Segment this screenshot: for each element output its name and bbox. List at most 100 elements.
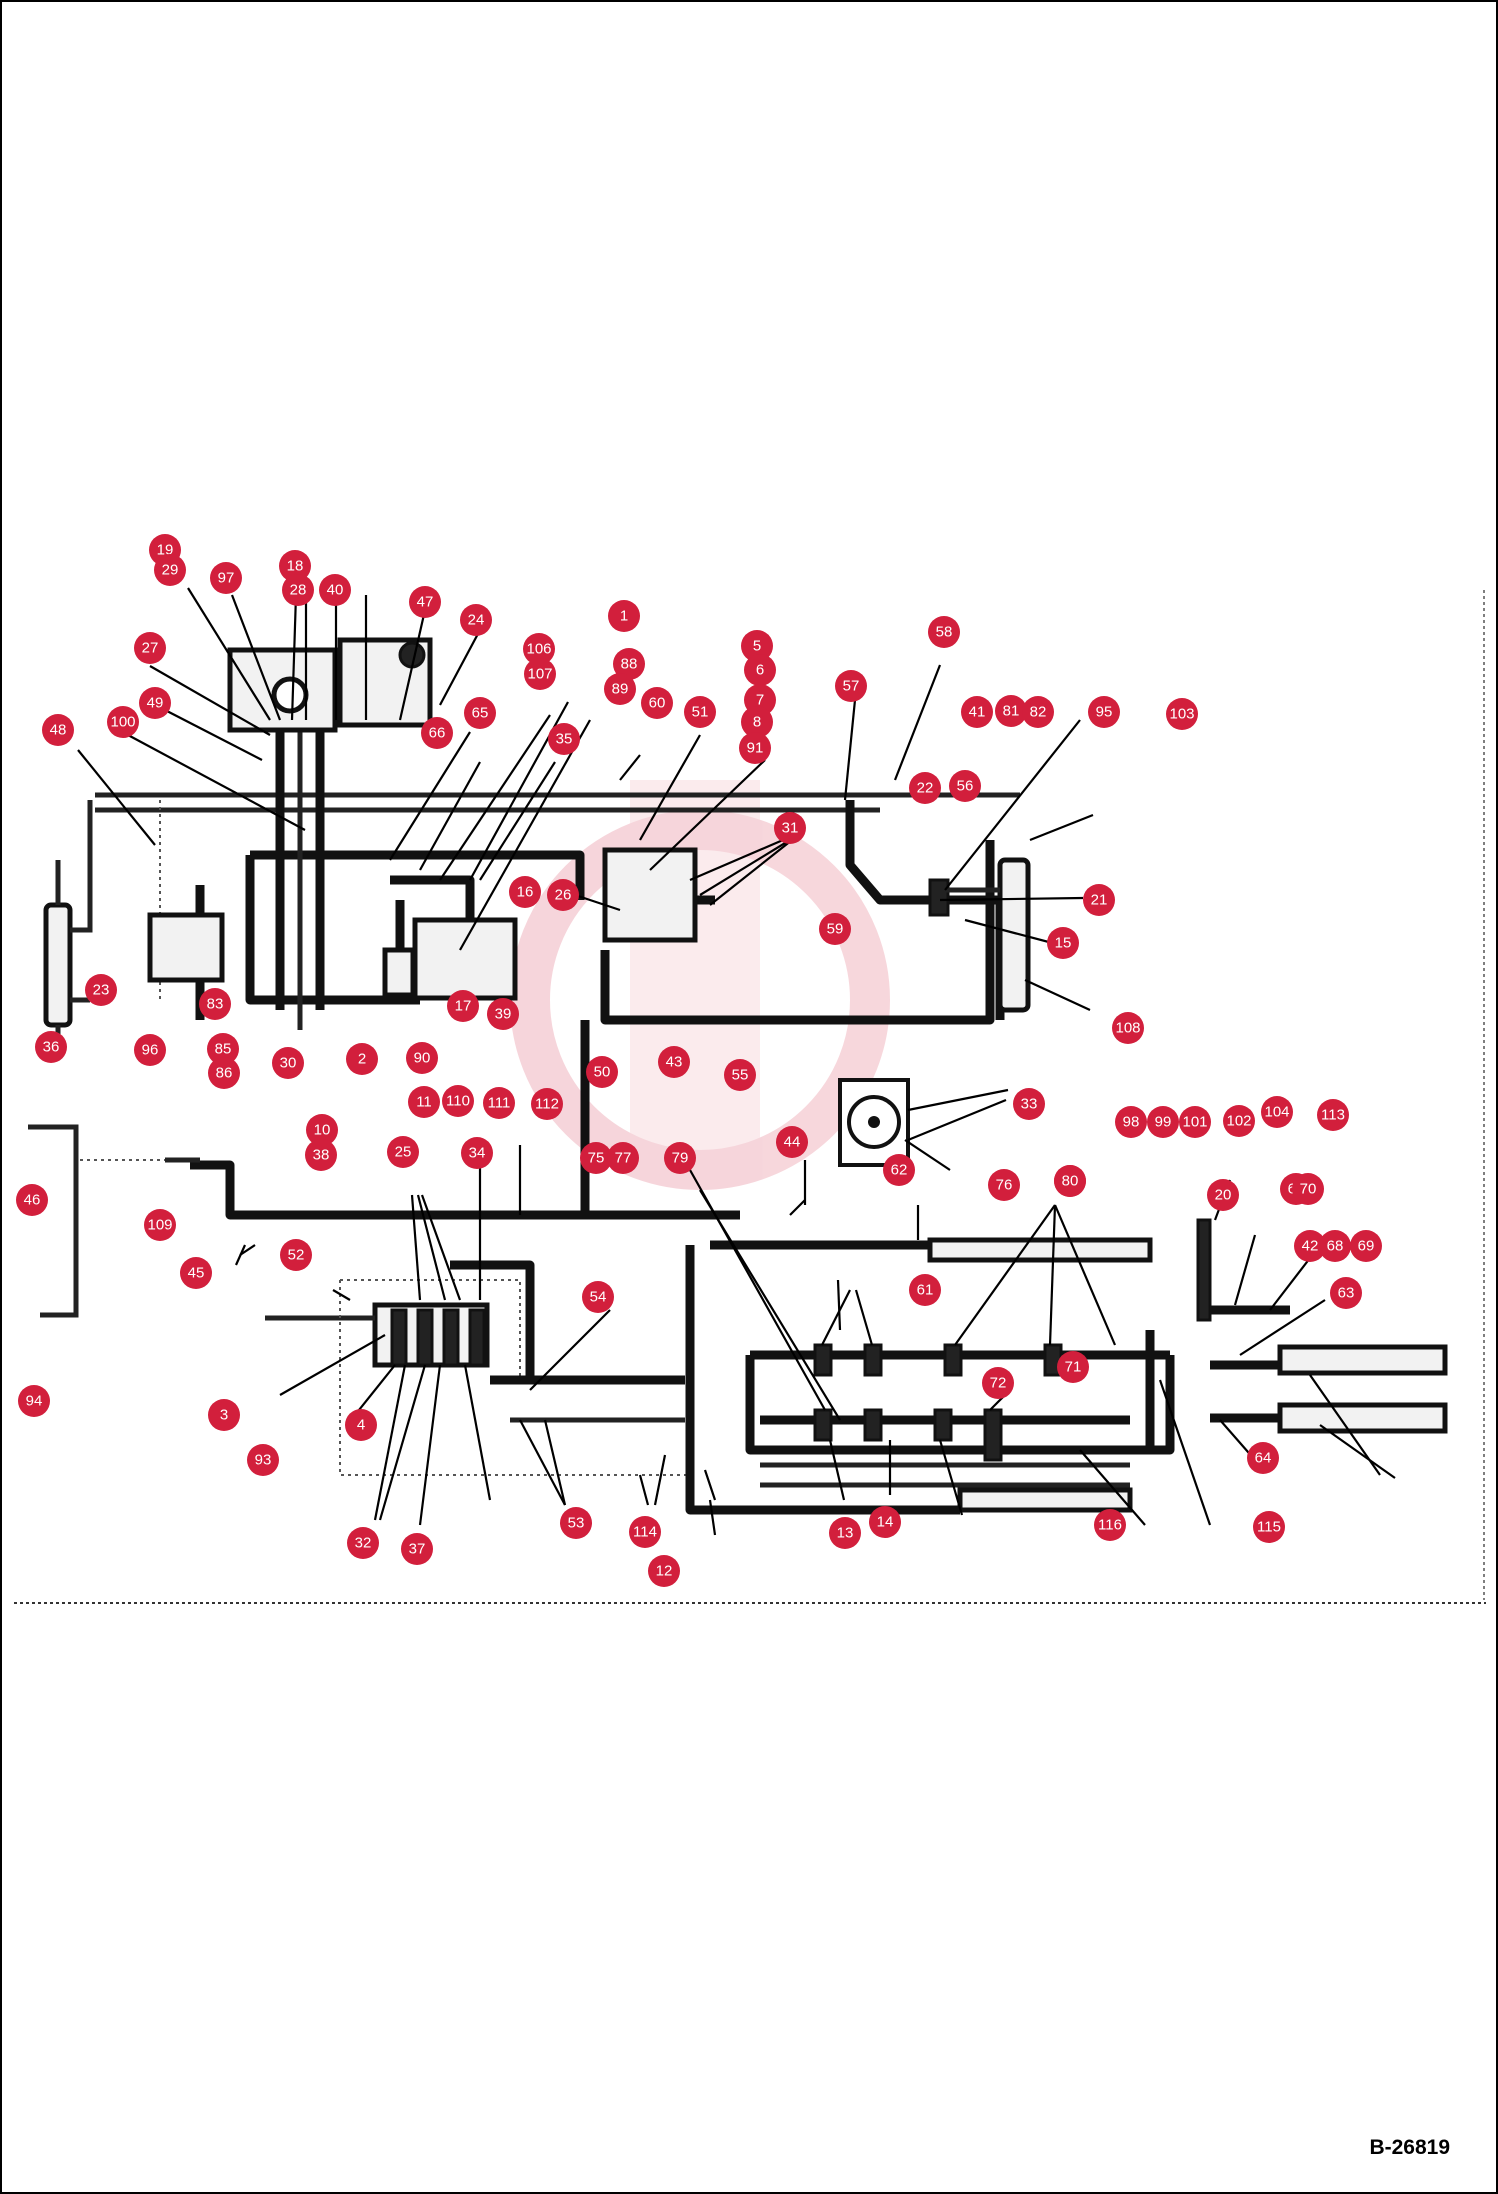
callout-number: 113 bbox=[1321, 1107, 1345, 1124]
callout-number: 95 bbox=[1096, 704, 1113, 721]
callout-38: 38 bbox=[305, 1139, 337, 1171]
callout-number: 1 bbox=[620, 608, 628, 625]
callout-18: 18 bbox=[279, 550, 311, 582]
callout-number: 26 bbox=[555, 887, 572, 904]
callout-number: 60 bbox=[649, 695, 666, 712]
callout-99: 99 bbox=[1147, 1106, 1179, 1138]
document-id: B-26819 bbox=[1369, 2136, 1450, 2159]
callout-5: 5 bbox=[741, 630, 773, 662]
callout-4: 4 bbox=[345, 1409, 377, 1441]
callout-54: 54 bbox=[582, 1281, 614, 1313]
callout-number: 88 bbox=[621, 656, 638, 673]
callout-33: 33 bbox=[1013, 1088, 1045, 1120]
callout-number: 7 bbox=[756, 692, 764, 709]
callout-number: 32 bbox=[355, 1535, 372, 1552]
callout-number: 17 bbox=[455, 998, 472, 1015]
callout-104: 104 bbox=[1261, 1096, 1293, 1128]
callout-number: 81 bbox=[1003, 703, 1020, 720]
callout-6: 6 bbox=[744, 654, 776, 686]
callout-number: 39 bbox=[495, 1006, 512, 1023]
callout-number: 64 bbox=[1255, 1450, 1272, 1467]
callout-88: 88 bbox=[613, 648, 645, 680]
callout-110: 110 bbox=[442, 1085, 474, 1117]
callout-26: 26 bbox=[547, 879, 579, 911]
callout-22: 22 bbox=[909, 772, 941, 804]
callout-number: 62 bbox=[891, 1162, 908, 1179]
callout-51: 51 bbox=[684, 696, 716, 728]
callout-number: 107 bbox=[527, 666, 552, 683]
callout-number: 112 bbox=[535, 1096, 559, 1113]
callout-number: 36 bbox=[43, 1039, 60, 1056]
callout-number: 102 bbox=[1226, 1113, 1251, 1130]
callout-number: 72 bbox=[990, 1375, 1007, 1392]
callout-number: 76 bbox=[996, 1177, 1013, 1194]
callout-71: 71 bbox=[1057, 1351, 1089, 1383]
callout-number: 49 bbox=[147, 695, 164, 712]
callout-number: 106 bbox=[526, 641, 551, 658]
callout-number: 30 bbox=[280, 1055, 297, 1072]
callout-number: 114 bbox=[633, 1524, 657, 1541]
callout-number: 45 bbox=[188, 1265, 205, 1282]
callout-number: 83 bbox=[207, 996, 224, 1013]
callout-number: 59 bbox=[827, 921, 844, 938]
callout-number: 25 bbox=[395, 1144, 412, 1161]
callout-number: 3 bbox=[220, 1407, 228, 1424]
callout-49: 49 bbox=[139, 687, 171, 719]
callout-79: 79 bbox=[664, 1142, 696, 1174]
callout-35: 35 bbox=[548, 723, 580, 755]
callout-number: 58 bbox=[936, 624, 953, 641]
callout-39: 39 bbox=[487, 998, 519, 1030]
callout-number: 34 bbox=[469, 1145, 486, 1162]
callout-80: 80 bbox=[1054, 1165, 1086, 1197]
callout-number: 103 bbox=[1169, 706, 1194, 723]
callout-14: 14 bbox=[869, 1506, 901, 1538]
callout-83: 83 bbox=[199, 988, 231, 1020]
callout-90: 90 bbox=[406, 1042, 438, 1074]
callout-number: 86 bbox=[216, 1065, 233, 1082]
callout-59: 59 bbox=[819, 913, 851, 945]
callout-30: 30 bbox=[272, 1047, 304, 1079]
callout-number: 55 bbox=[732, 1067, 749, 1084]
schematic bbox=[28, 637, 1448, 1515]
callout-number: 111 bbox=[488, 1095, 511, 1112]
callout-29: 29 bbox=[154, 554, 186, 586]
callout-number: 110 bbox=[446, 1093, 470, 1110]
callout-45: 45 bbox=[180, 1257, 212, 1289]
callout-81: 81 bbox=[995, 695, 1027, 727]
callout-76: 76 bbox=[988, 1169, 1020, 1201]
callout-number: 104 bbox=[1264, 1104, 1289, 1121]
callout-55: 55 bbox=[724, 1059, 756, 1091]
callout-10: 10 bbox=[306, 1114, 338, 1146]
callout-number: 75 bbox=[588, 1150, 605, 1167]
callout-53: 53 bbox=[560, 1507, 592, 1539]
callout-108: 108 bbox=[1112, 1012, 1144, 1044]
callout-number: 69 bbox=[1358, 1238, 1375, 1255]
callout-100: 100 bbox=[107, 706, 139, 738]
callout-20: 20 bbox=[1207, 1179, 1239, 1211]
callout-46: 46 bbox=[16, 1184, 48, 1216]
callout-21: 21 bbox=[1083, 884, 1115, 916]
callout-number: 116 bbox=[1098, 1517, 1122, 1534]
callout-41: 41 bbox=[961, 696, 993, 728]
callout-114: 114 bbox=[629, 1516, 661, 1548]
callout-number: 53 bbox=[568, 1515, 585, 1532]
callout-number: 97 bbox=[218, 570, 235, 587]
callout-number: 56 bbox=[957, 778, 974, 795]
callout-number: 109 bbox=[147, 1217, 172, 1234]
callout-8: 8 bbox=[741, 706, 773, 738]
callout-number: 12 bbox=[656, 1563, 673, 1580]
callout-16: 16 bbox=[509, 876, 541, 908]
callout-66: 66 bbox=[421, 717, 453, 749]
callout-75: 75 bbox=[580, 1142, 612, 1174]
callout-50: 50 bbox=[586, 1056, 618, 1088]
callout-52: 52 bbox=[280, 1239, 312, 1271]
callout-number: 91 bbox=[747, 740, 764, 757]
callout-70: 70 bbox=[1292, 1173, 1324, 1205]
callout-44: 44 bbox=[776, 1126, 808, 1158]
callout-number: 4 bbox=[357, 1417, 365, 1434]
callout-number: 89 bbox=[612, 681, 629, 698]
callout-number: 18 bbox=[287, 558, 304, 575]
callout-number: 52 bbox=[288, 1247, 305, 1264]
callout-number: 16 bbox=[517, 884, 534, 901]
